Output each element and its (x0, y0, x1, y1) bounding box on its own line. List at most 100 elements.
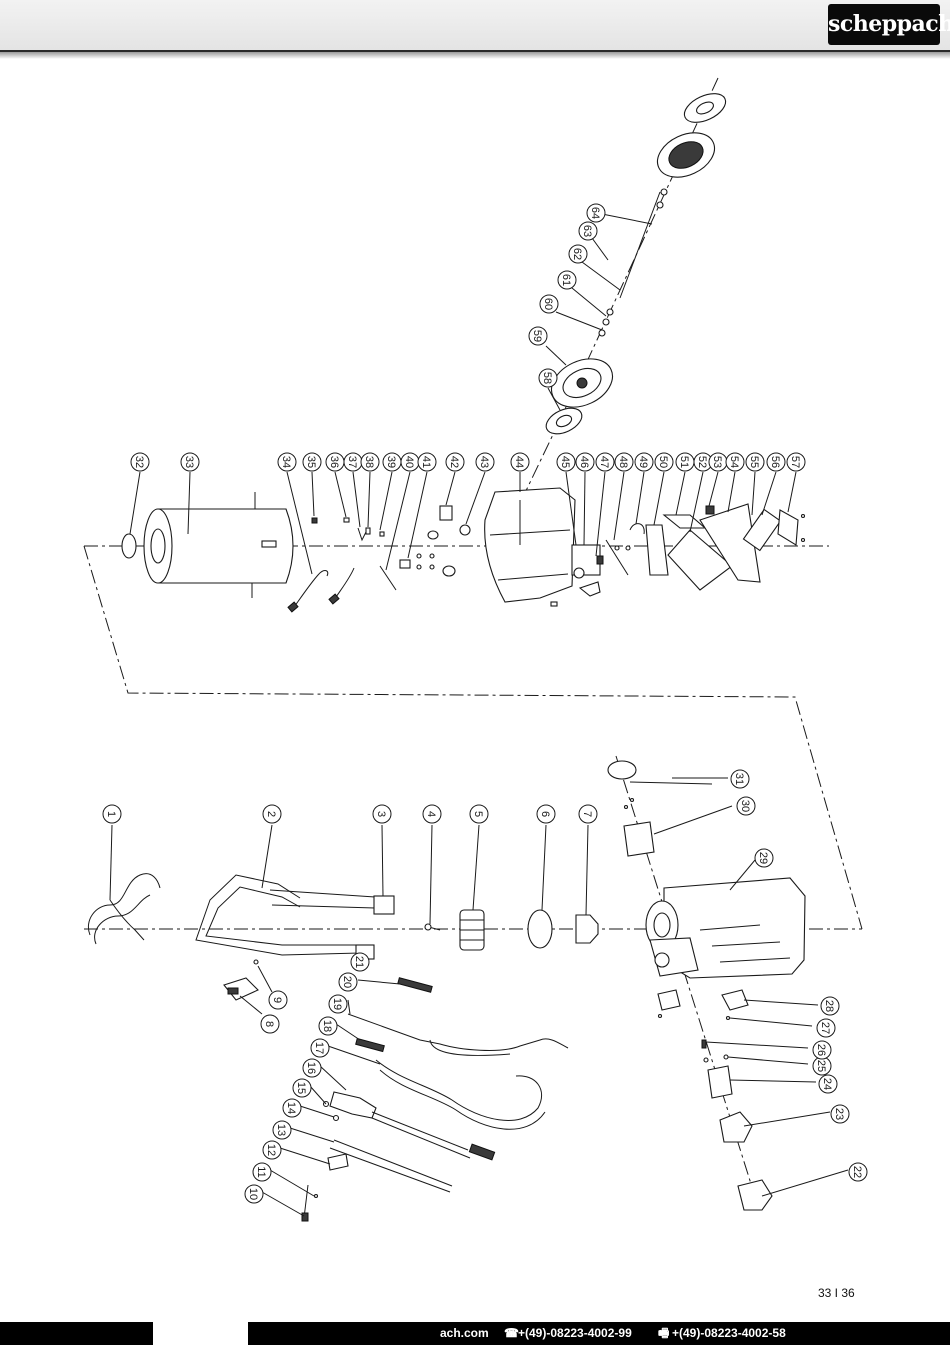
callout-number: 61 (560, 274, 572, 286)
centre-lines (83, 77, 863, 1207)
motor-plate (707, 1065, 733, 1099)
callout-5: 5 (469, 804, 489, 824)
control-board (699, 503, 761, 583)
callout-circle (328, 994, 348, 1014)
callout-24: 24 (818, 1074, 838, 1094)
callout-circle (510, 452, 530, 472)
callout-circle (557, 270, 577, 290)
callout-number: 34 (280, 456, 292, 468)
callout-number: 38 (363, 456, 375, 468)
callout-number: 13 (275, 1124, 287, 1136)
callout-number: 50 (657, 456, 669, 468)
callout-circle (575, 452, 595, 472)
callout-number: 24 (821, 1078, 833, 1090)
callout-circle (252, 1162, 272, 1182)
callout-number: 20 (341, 976, 353, 988)
callout-circle (818, 1074, 838, 1094)
callout-number: 25 (815, 1060, 827, 1072)
callout-31: 31 (730, 769, 750, 789)
callout-16: 16 (302, 1058, 322, 1078)
callout-number: 49 (637, 456, 649, 468)
callout-circle (244, 1184, 264, 1204)
footer-bar-left (0, 1322, 153, 1345)
callout-circle (372, 804, 392, 824)
leader-lines (109, 213, 849, 1217)
callout-circle (292, 1078, 312, 1098)
callout-number: 5 (472, 811, 484, 817)
callout-number: 21 (353, 956, 365, 968)
control-panel-plate (662, 514, 707, 529)
callout-circle (277, 452, 297, 472)
callout-49: 49 (634, 452, 654, 472)
callout-15: 15 (292, 1078, 312, 1098)
callout-circle (745, 452, 765, 472)
callout-circle (578, 221, 598, 241)
callout-25: 25 (812, 1056, 832, 1076)
callout-number: 44 (513, 456, 525, 468)
callout-circle (417, 452, 437, 472)
callout-number: 42 (448, 456, 460, 468)
callout-circle (848, 1162, 868, 1182)
callout-number: 17 (313, 1042, 325, 1054)
callout-61: 61 (557, 270, 577, 290)
callout-number: 47 (598, 456, 610, 468)
callout-circle (318, 1016, 338, 1036)
callout-number: 39 (385, 456, 397, 468)
callout-number: 33 (183, 456, 195, 468)
filter-cylinder (157, 508, 294, 584)
callout-number: 51 (678, 456, 690, 468)
callout-number: 48 (617, 456, 629, 468)
callout-51: 51 (675, 452, 695, 472)
callout-number: 35 (305, 456, 317, 468)
callout-41: 41 (417, 452, 437, 472)
callout-33: 33 (180, 452, 200, 472)
callout-55: 55 (745, 452, 765, 472)
callout-10: 10 (244, 1184, 264, 1204)
page-number: 33 I 36 (818, 1286, 855, 1300)
callout-circle (536, 804, 556, 824)
callout-circle (360, 452, 380, 472)
fax-icon: 🖷 (658, 1326, 670, 1340)
callout-circle (634, 452, 654, 472)
callout-21: 21 (350, 952, 370, 972)
callout-number: 59 (531, 330, 543, 342)
callout-number: 18 (321, 1020, 333, 1032)
callout-number: 11 (255, 1166, 267, 1177)
callout-number: 29 (757, 852, 769, 864)
footer-website[interactable]: ach.com (440, 1326, 489, 1340)
footer-fax: +(49)-08223-4002-58 (672, 1326, 786, 1340)
callout-circle (578, 804, 598, 824)
callout-58: 58 (538, 368, 558, 388)
callout-number: 63 (581, 225, 593, 237)
callout-circle (812, 1040, 832, 1060)
callout-32: 32 (130, 452, 150, 472)
callout-22: 22 (848, 1162, 868, 1182)
callout-63: 63 (578, 221, 598, 241)
callout-circle (262, 804, 282, 824)
callout-number: 41 (420, 456, 432, 468)
callout-circle (830, 1104, 850, 1124)
callout-number: 56 (769, 456, 781, 468)
callout-circle (272, 1120, 292, 1140)
callout-60: 60 (539, 294, 559, 314)
callout-44: 44 (510, 452, 530, 472)
callout-circle (820, 996, 840, 1016)
callout-39: 39 (382, 452, 402, 472)
callout-circle (786, 452, 806, 472)
telephone-icon: ☎ (504, 1326, 519, 1340)
callout-circle (475, 452, 495, 472)
callout-number: 52 (696, 456, 708, 468)
callout-circle (754, 848, 774, 868)
callout-14: 14 (282, 1098, 302, 1118)
callout-48: 48 (614, 452, 634, 472)
callout-circle (445, 452, 465, 472)
callout-number: 45 (559, 456, 571, 468)
callout-circle (736, 796, 756, 816)
callout-circle (730, 769, 750, 789)
callout-34: 34 (277, 452, 297, 472)
callout-7: 7 (578, 804, 598, 824)
callout-circle (725, 452, 745, 472)
callout-54: 54 (725, 452, 745, 472)
callout-circle (102, 804, 122, 824)
callout-circle (614, 452, 634, 472)
